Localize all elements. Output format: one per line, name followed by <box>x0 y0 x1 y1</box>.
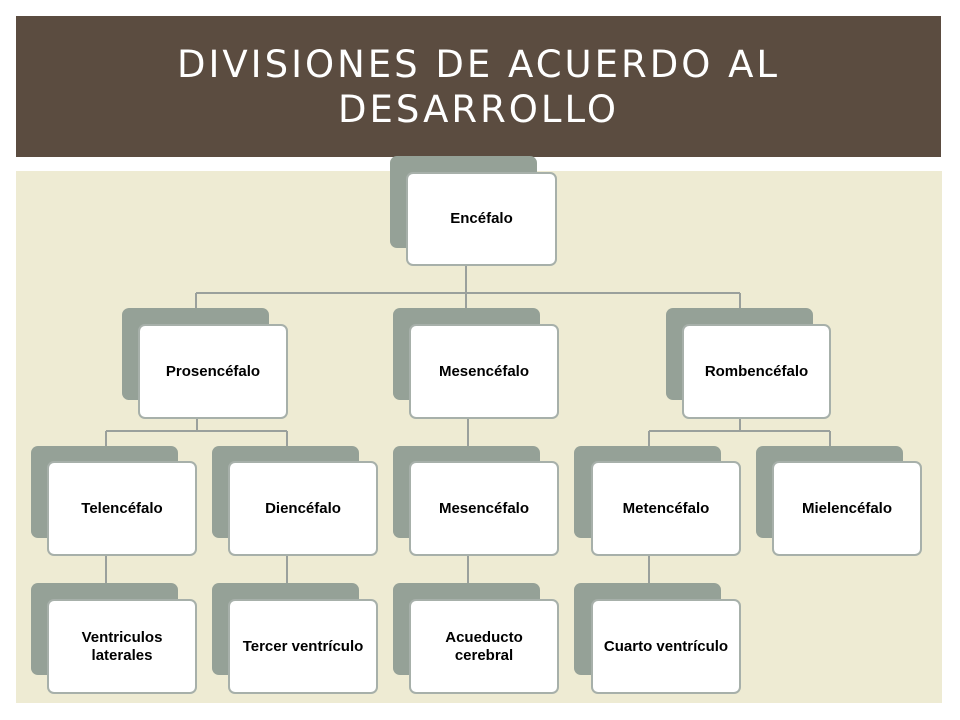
connector-root <box>195 265 741 309</box>
node-tercer-ventriculo: Tercer ventrículo <box>212 583 378 694</box>
node-encefalo-label: Encéfalo <box>406 172 557 266</box>
slide-title: DIVISIONES DE ACUERDO AL DESARROLLO <box>176 42 781 131</box>
node-rombencefalo-label: Rombencéfalo <box>682 324 831 419</box>
node-rombencefalo: Rombencéfalo <box>666 308 831 419</box>
node-encefalo: Encéfalo <box>390 156 557 266</box>
node-mesencefalo: Mesencéfalo <box>393 308 559 419</box>
node-ventriculos-laterales: Ventriculos laterales <box>31 583 197 694</box>
node-mielencefalo-label: Mielencéfalo <box>772 461 922 556</box>
connector-rombencefalo <box>648 417 831 446</box>
node-metencefalo-label: Metencéfalo <box>591 461 741 556</box>
node-mielencefalo: Mielencéfalo <box>756 446 922 556</box>
node-diencefalo-label: Diencéfalo <box>228 461 378 556</box>
node-mesencefalo-2: Mesencéfalo <box>393 446 559 556</box>
node-prosencefalo: Prosencéfalo <box>122 308 288 419</box>
node-metencefalo: Metencéfalo <box>574 446 741 556</box>
node-telencefalo: Telencéfalo <box>31 446 197 556</box>
node-diencefalo: Diencéfalo <box>212 446 378 556</box>
node-telencefalo-label: Telencéfalo <box>47 461 197 556</box>
node-acueducto-cerebral: Acueducto cerebral <box>393 583 559 694</box>
node-ventriculos-laterales-label: Ventriculos laterales <box>47 599 197 694</box>
title-bar: DIVISIONES DE ACUERDO AL DESARROLLO <box>16 16 941 157</box>
node-prosencefalo-label: Prosencéfalo <box>138 324 288 419</box>
connector-prosencefalo <box>105 417 288 446</box>
node-acueducto-cerebral-label: Acueducto cerebral <box>409 599 559 694</box>
node-mesencefalo-label: Mesencéfalo <box>409 324 559 419</box>
node-cuarto-ventriculo-label: Cuarto ventrículo <box>591 599 741 694</box>
node-cuarto-ventriculo: Cuarto ventrículo <box>574 583 741 694</box>
node-tercer-ventriculo-label: Tercer ventrículo <box>228 599 378 694</box>
node-mesencefalo-2-label: Mesencéfalo <box>409 461 559 556</box>
